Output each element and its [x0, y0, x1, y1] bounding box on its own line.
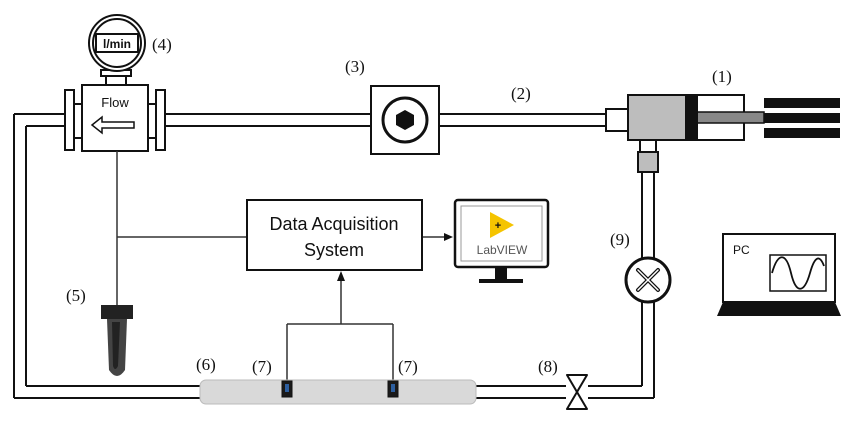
daq-line2: System	[304, 240, 364, 260]
pc-laptop: PC	[717, 233, 841, 316]
label-5: (5)	[66, 286, 86, 305]
flow-direction-arrow-icon	[90, 115, 135, 135]
label-9: (9)	[610, 230, 630, 249]
label-3: (3)	[345, 57, 365, 76]
svg-text:+: +	[495, 220, 501, 232]
label-6: (6)	[196, 355, 216, 374]
label-1: (1)	[712, 67, 732, 86]
daq-line1: Data Acquisition	[269, 214, 398, 234]
flowmeter-body-text: Flow	[101, 95, 129, 110]
pump	[370, 85, 440, 155]
signal-wiring	[116, 151, 446, 382]
test-section	[199, 379, 477, 405]
label-7-left: (7)	[252, 357, 272, 376]
label-4: (4)	[152, 35, 172, 54]
pc-label: PC	[733, 243, 750, 257]
piston-cylinder	[605, 94, 840, 173]
arrowhead-up	[337, 271, 345, 281]
cross-valve-icon	[624, 256, 672, 304]
data-acquisition-box: Data Acquisition System	[246, 199, 423, 271]
flowmeter: l/min Flow	[64, 14, 166, 152]
arrowhead-right	[444, 233, 453, 241]
labview-text: LabVIEW	[477, 243, 528, 257]
flowmeter-unit-text: l/min	[103, 37, 131, 51]
label-8: (8)	[538, 357, 558, 376]
labview-monitor: + LabVIEW	[453, 198, 550, 283]
label-7-right: (7)	[398, 357, 418, 376]
sine-wave-icon	[771, 256, 825, 290]
bowtie-valve-icon	[566, 374, 588, 410]
hexagon-valve-icon	[396, 110, 414, 130]
label-2: (2)	[511, 84, 531, 103]
labview-logo-icon	[490, 212, 514, 238]
probe-sensor	[101, 305, 133, 376]
